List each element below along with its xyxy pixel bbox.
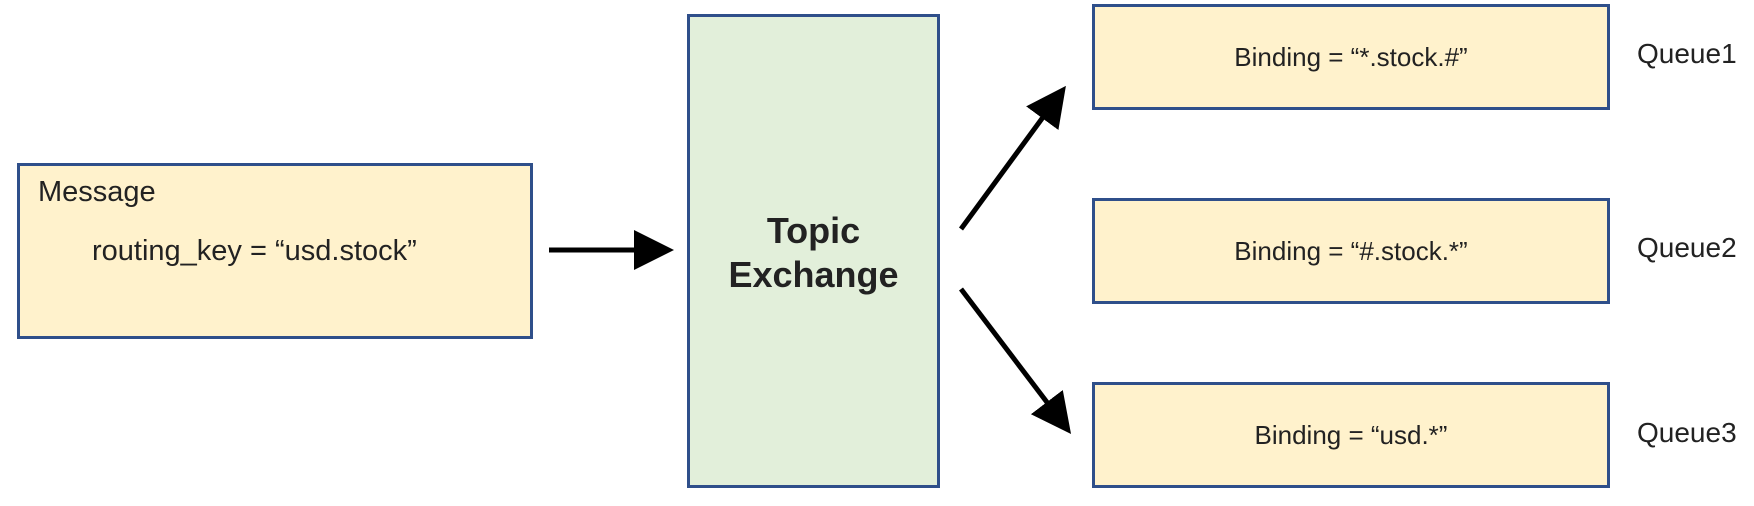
exchange-to-queue1-arrow — [958, 85, 1066, 231]
exchange-title: Topic Exchange — [690, 209, 937, 297]
message-title: Message — [38, 176, 156, 208]
message-routing-key: routing_key = “usd.stock” — [92, 235, 417, 267]
topic-exchange-box: Topic Exchange — [687, 14, 940, 488]
binding-box-queue3: Binding = “usd.*” — [1092, 382, 1610, 488]
binding-text: Binding = “usd.*” — [1254, 419, 1448, 450]
message-box: Message routing_key = “usd.stock” — [17, 163, 533, 339]
binding-box-queue2: Binding = “#.stock.*” — [1092, 198, 1610, 304]
binding-box-queue1: Binding = “*.stock.#” — [1092, 4, 1610, 110]
queue-label-3: Queue3 — [1637, 417, 1737, 448]
binding-text: Binding = “#.stock.*” — [1234, 235, 1468, 266]
queue-label-2: Queue2 — [1637, 232, 1737, 263]
binding-text: Binding = “*.stock.#” — [1234, 41, 1468, 72]
exchange-title-line1: Topic — [766, 210, 861, 251]
exchange-title-line2: Exchange — [728, 254, 899, 295]
exchange-to-queue3-arrow — [959, 287, 1072, 434]
queue-label-1: Queue1 — [1637, 38, 1737, 69]
